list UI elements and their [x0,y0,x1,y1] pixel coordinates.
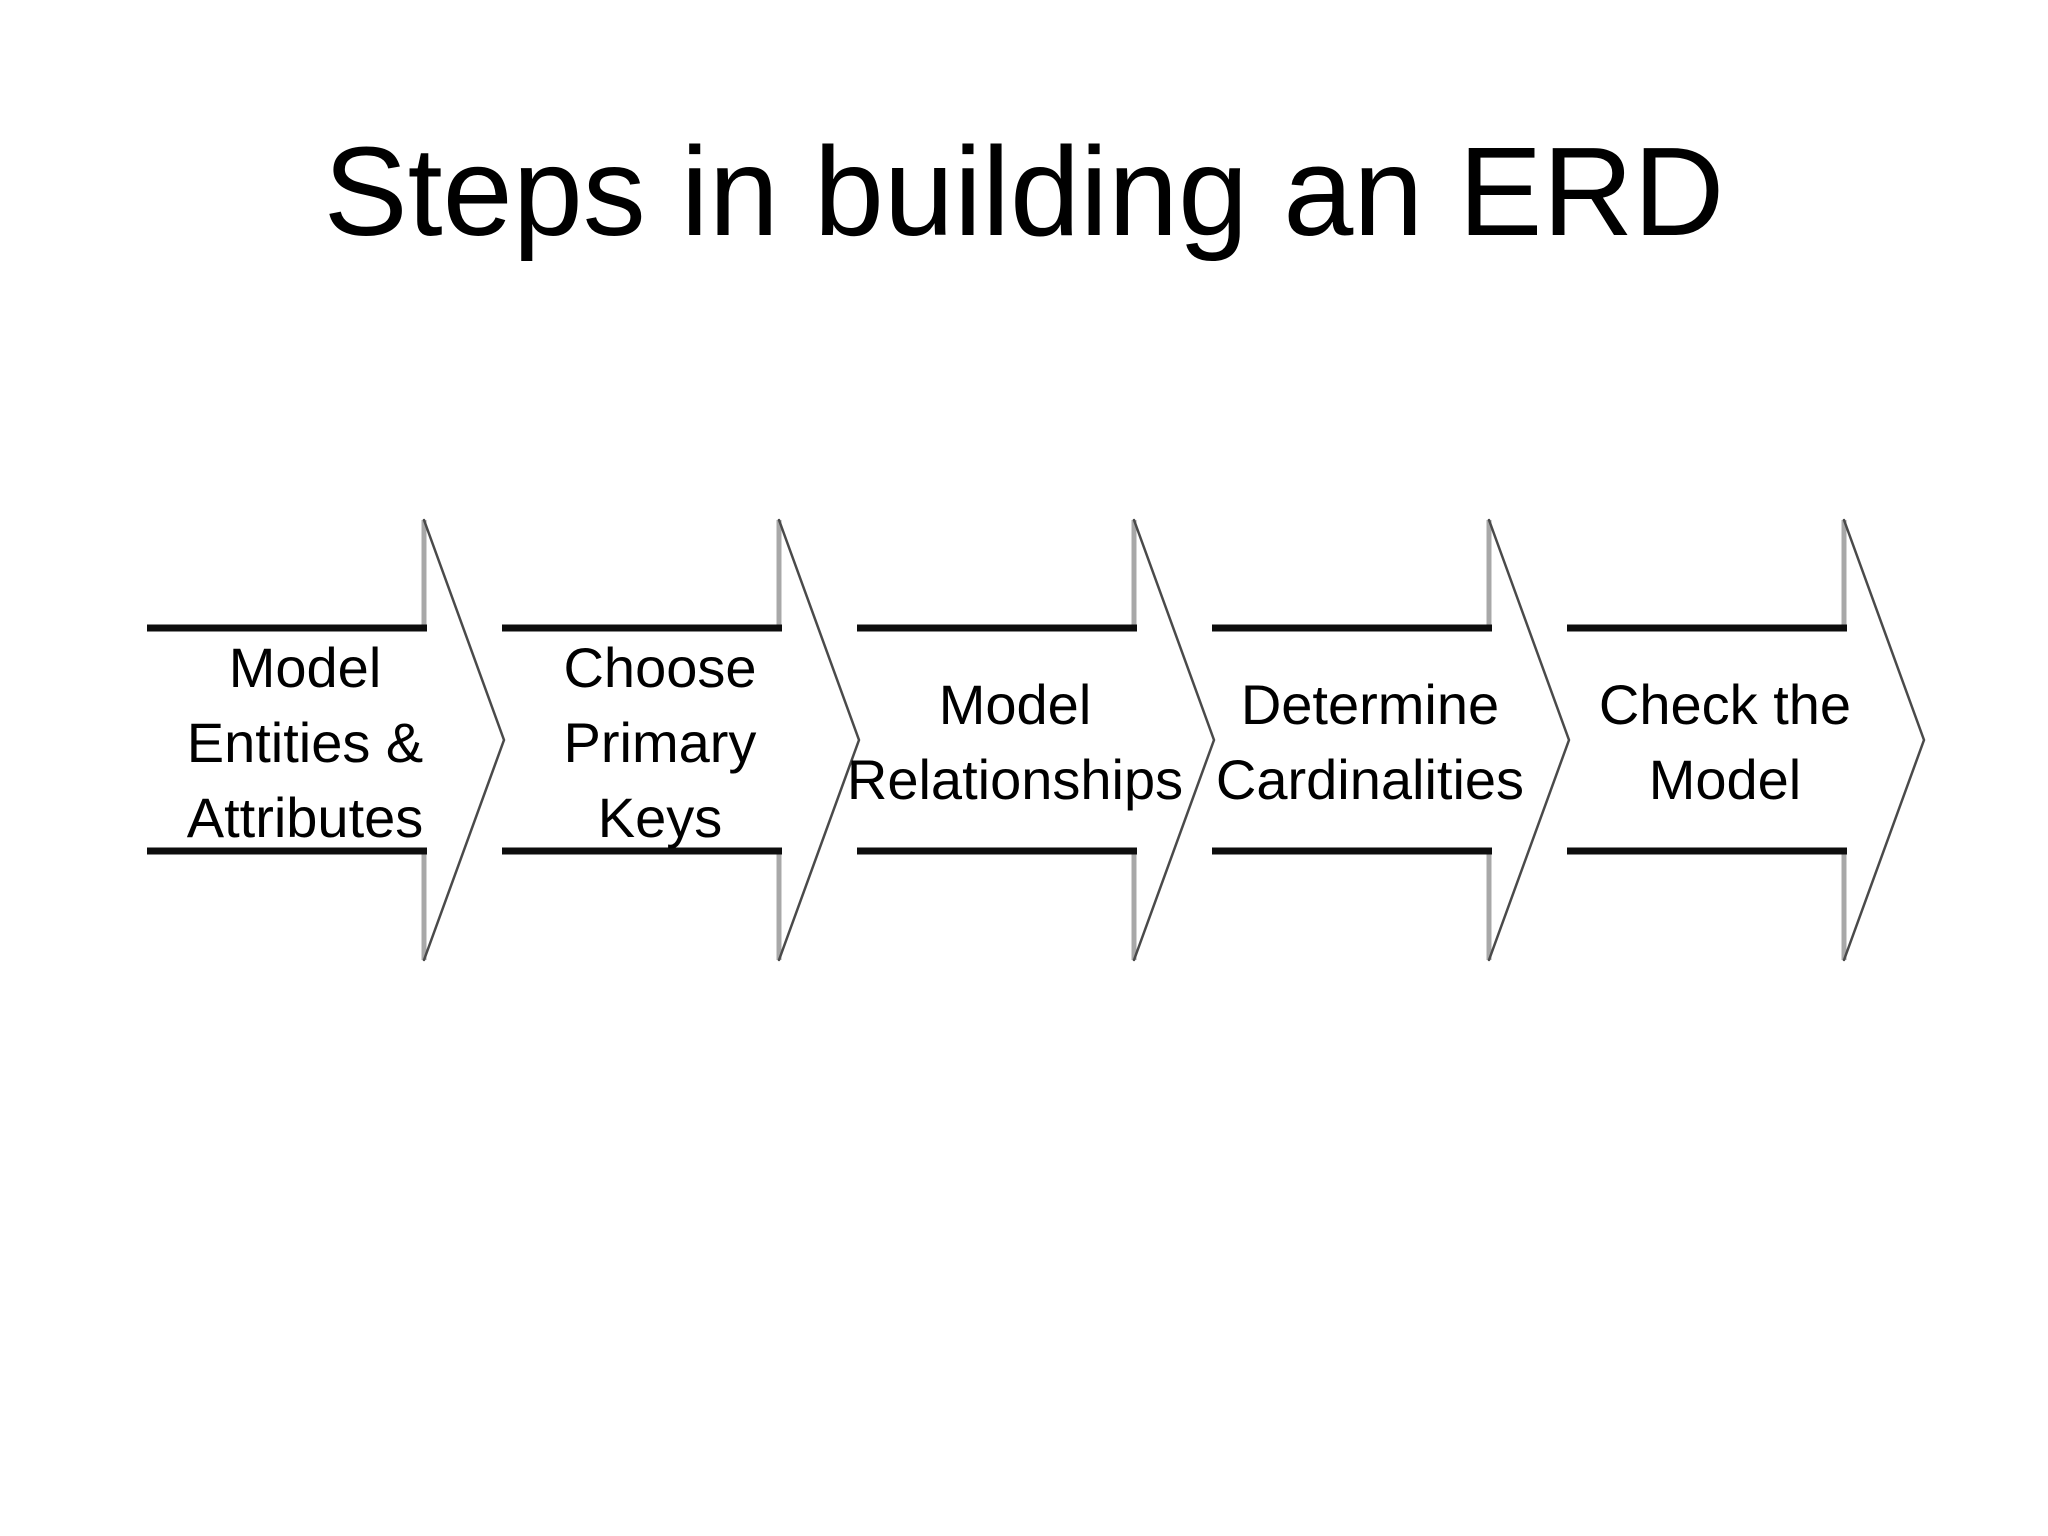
arrowhead-chevron [1842,518,1926,962]
arrow-shape-icon [502,518,861,962]
arrow-shape-icon [1212,518,1571,962]
step-arrow-1: Model Entities & Attributes [145,512,509,968]
step-label-5: Check the Model [1598,673,1852,811]
step-arrow-3: Model Relationships [846,512,1219,968]
arrowhead-chevron [1132,518,1216,962]
step-label-4: Determine Cardinalities [1215,673,1525,811]
arrow-shape-icon [1567,518,1926,962]
arrowhead-chevron [422,518,506,962]
arrowhead-chevron [777,518,861,962]
arrowhead-chevron [1487,518,1571,962]
step-arrow-5: Check the Model [1565,512,1929,968]
arrow-shape-icon [857,518,1216,962]
step-label-1: Model Entities & Attributes [186,635,424,849]
step-label-3: Model Relationships [846,673,1184,811]
slide-title: Steps in building an ERD [323,121,1725,262]
step-arrow-2: Choose Primary Keys [500,512,864,968]
step-arrow-4: Determine Cardinalities [1210,512,1574,968]
arrow-shape-icon [147,518,506,962]
step-label-2: Choose Primary Keys [563,635,757,849]
